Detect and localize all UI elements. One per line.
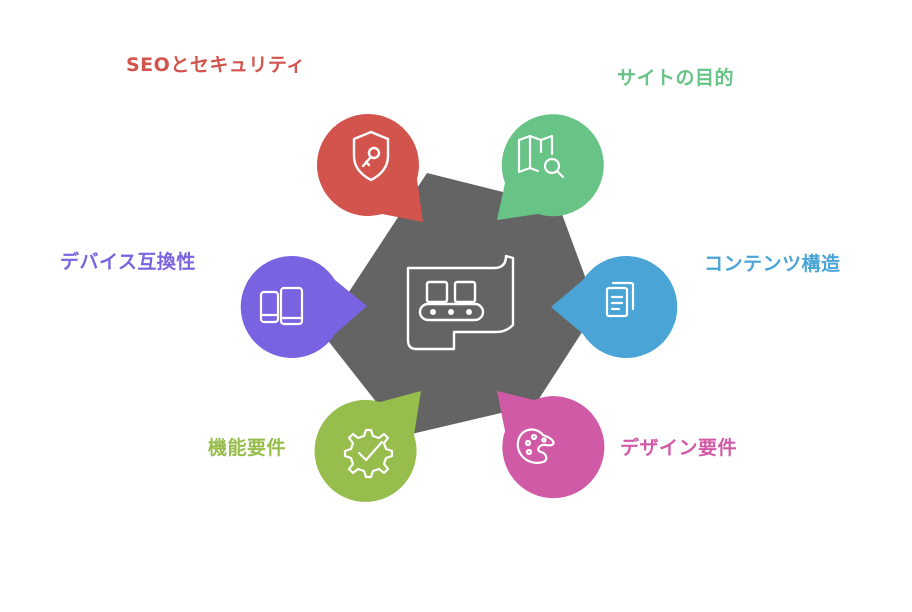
label-content: コンテンツ構造 xyxy=(704,253,841,275)
petal-content-shape xyxy=(551,256,678,358)
petal-device xyxy=(240,255,367,358)
label-design: デザイン要件 xyxy=(620,437,738,459)
petal-purpose-shape xyxy=(497,114,604,220)
label-security: SEOとセキュリティ xyxy=(126,54,306,76)
petal-security-shape xyxy=(316,113,423,222)
petal-device-shape xyxy=(240,255,367,358)
petal-purpose xyxy=(497,114,604,220)
label-device: デバイス互換性 xyxy=(60,251,196,273)
devices-icon xyxy=(259,286,304,326)
petal-design xyxy=(497,391,605,499)
petal-function xyxy=(314,391,421,502)
conveyor-belt-icon xyxy=(406,254,515,351)
gear-check-icon xyxy=(343,428,394,479)
petal-function-shape xyxy=(314,391,421,502)
documents-icon xyxy=(605,281,635,318)
label-purpose: サイトの目的 xyxy=(617,67,735,89)
petal-security xyxy=(316,113,423,222)
map-search-icon xyxy=(517,134,565,179)
petal-content xyxy=(551,256,678,358)
label-function: 機能要件 xyxy=(208,437,287,459)
shield-key-icon xyxy=(352,130,390,182)
palette-icon xyxy=(516,428,555,464)
